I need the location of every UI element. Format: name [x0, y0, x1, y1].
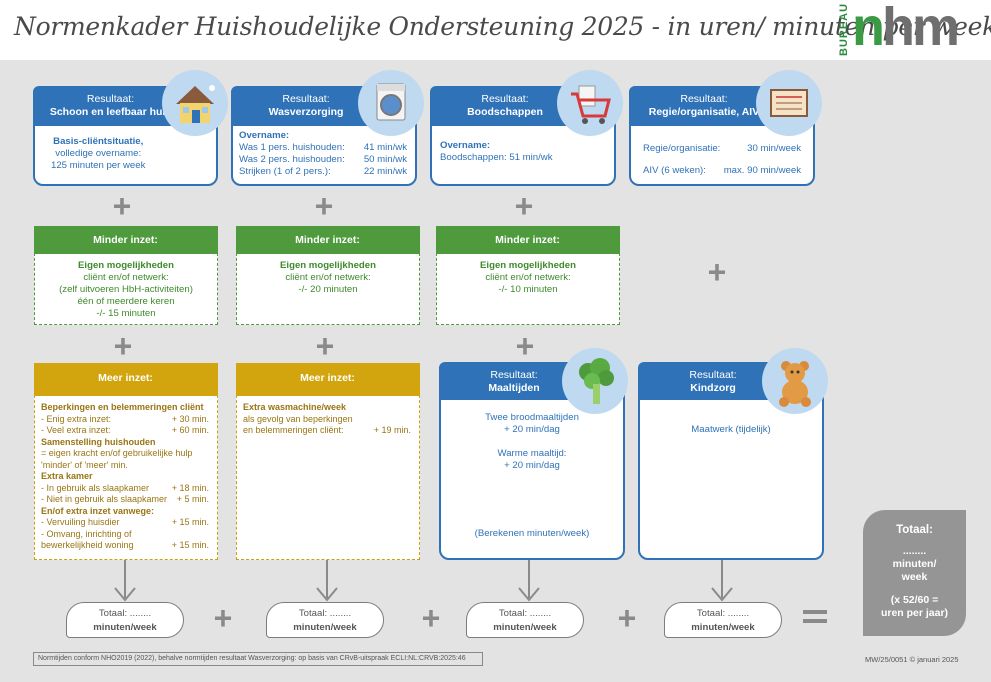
card-line: volledige overname: — [55, 148, 142, 159]
card-label: Resultaat: — [490, 369, 538, 381]
equals-icon — [803, 610, 827, 628]
card-line: Boodschappen: 51 min/wk — [440, 152, 553, 163]
planner-icon — [756, 70, 822, 136]
card-label: Resultaat: — [282, 93, 330, 105]
card-line: Basis-cliëntsituatie, — [53, 136, 144, 147]
card-body: Overname: Boodschappen: 51 min/wk — [440, 140, 553, 164]
card-label: Resultaat: — [680, 93, 728, 105]
meer-item: 'minder' of 'meer' min. — [41, 459, 128, 470]
teddy-bear-icon — [762, 348, 828, 414]
meer-item: - Veel extra inzet:+ 60 min. — [41, 425, 209, 435]
logo-bureau: BUREAU — [838, 2, 850, 56]
meer-item: en belemmeringen cliënt:+ 19 min. — [243, 425, 411, 435]
card-name: Schoon en leefbaar huis — [49, 106, 172, 118]
house-icon — [162, 70, 228, 136]
plus-icon: + — [617, 600, 637, 636]
meer-item: als gevolg van beperkingen — [243, 413, 353, 424]
meer-item: - Enig extra inzet:+ 30 min. — [41, 413, 209, 424]
page-title: Normenkader Huishoudelijke Ondersteuning… — [14, 12, 991, 41]
subtotal-bubble: Totaal: ........minuten/week — [664, 602, 782, 638]
card-name: Regie/organisatie, AIV — [648, 106, 760, 118]
minder-head: Minder inzet: — [235, 226, 420, 254]
minder-box: Minder inzet: Eigen mogelijkheden cliënt… — [33, 226, 218, 325]
meer-item: - Omvang, inrichting of — [41, 528, 132, 539]
card-head: Resultaat:Wasverzorging — [231, 86, 381, 126]
plus-icon: + — [213, 600, 233, 636]
meer-item: Extra wasmachine/week — [243, 402, 347, 412]
arrow-down-icon — [711, 560, 733, 602]
card-body: Regie/organisatie:30 min/week AIV (6 wek… — [643, 138, 801, 182]
copyright: MW/25/0051 © januari 2025 — [865, 655, 959, 664]
meer-item: = eigen kracht en/of gebruikelijke hulp — [41, 448, 193, 458]
arrow-down-icon — [518, 560, 540, 602]
card-row: AIV (6 weken):max. 90 min/week — [643, 165, 801, 176]
minder-box: Minder inzet: Eigen mogelijkheden cliënt… — [235, 226, 420, 325]
plus-icon: + — [421, 600, 441, 636]
minder-body: Eigen mogelijkheden cliënt en/of netwerk… — [480, 260, 576, 295]
card-intro: Overname: — [239, 130, 290, 141]
minder-head: Minder inzet: — [435, 226, 620, 254]
minder-box: Minder inzet: Eigen mogelijkheden cliënt… — [435, 226, 620, 325]
footnote: Normtijden conform NHO2019 (2022), behal… — [33, 652, 483, 666]
header: Normenkader Huishoudelijke Ondersteuning… — [0, 0, 991, 60]
meer-head: Meer inzet: — [33, 363, 218, 396]
subtotal-bubble: Totaal: ........minuten/week — [66, 602, 184, 638]
card-label: Resultaat: — [689, 369, 737, 381]
shopping-cart-icon — [557, 70, 623, 136]
meer-item: - In gebruik als slaapkamer+ 18 min. — [41, 482, 209, 493]
meer-item: bewerkelijkheid woning+ 15 min. — [41, 540, 209, 550]
card-name: Boodschappen — [467, 106, 543, 118]
card-head: Resultaat:Regie/organisatie, AIV — [629, 86, 779, 126]
washing-machine-icon — [358, 70, 424, 136]
card-regie: Resultaat:Regie/organisatie, AIV Regie/o… — [629, 86, 815, 186]
plus-icon: + — [707, 254, 727, 290]
logo-brand: nhm — [852, 0, 960, 57]
minder-body: Eigen mogelijkheden cliënt en/of netwerk… — [280, 260, 376, 295]
card-label: Resultaat: — [86, 93, 135, 105]
meer-item: Extra kamer — [41, 471, 93, 481]
card-note: (Berekenen minuten/week) — [474, 528, 590, 539]
card-name: Maaltijden — [488, 382, 540, 394]
card-row: Regie/organisatie:30 min/week — [643, 143, 801, 154]
card-body: Overname: Was 1 pers. huishouden:41 min/… — [239, 130, 407, 178]
card-body: Basis-cliëntsituatie, volledige overname… — [51, 136, 145, 172]
card-intro: Overname: — [440, 140, 491, 151]
broccoli-icon — [562, 348, 628, 414]
card-body: Maatwerk (tijdelijk) — [691, 424, 771, 435]
minder-body: Eigen mogelijkheden cliënt en/of netwerk… — [59, 260, 193, 319]
card-body: Twee broodmaaltijden + 20 min/dag Warme … — [485, 412, 579, 471]
card-row: Was 2 pers. huishouden:50 min/wk — [239, 154, 407, 165]
meer-box: Meer inzet: Beperkingen en belemmeringen… — [33, 363, 218, 560]
plus-icon: + — [315, 328, 335, 364]
card-kindzorg: Resultaat:Kindzorg Maatwerk (tijdelijk) — [638, 362, 824, 560]
meer-head: Meer inzet: — [235, 363, 420, 396]
plus-icon: + — [515, 328, 535, 364]
plus-icon: + — [314, 188, 334, 224]
meer-item: - Vervuiling huisdier+ 15 min. — [41, 517, 209, 527]
arrow-down-icon — [316, 560, 338, 602]
meer-item: Beperkingen en belemmeringen cliënt — [41, 402, 204, 412]
meer-body: Beperkingen en belemmeringen cliënt- Eni… — [41, 402, 209, 552]
subtotal-bubble: Totaal: ........minuten/week — [466, 602, 584, 638]
total-box: Totaal: ........ minuten/ week (x 52/60 … — [863, 510, 966, 636]
subtotal-bubble: Totaal: ........minuten/week — [266, 602, 384, 638]
card-row: Strijken (1 of 2 pers.):22 min/wk — [239, 166, 407, 177]
card-name: Kindzorg — [690, 382, 736, 394]
card-label: Resultaat: — [481, 93, 529, 105]
card-name: Wasverzorging — [268, 106, 344, 118]
card-head: Resultaat:Boodschappen — [430, 86, 580, 126]
meer-item: Samenstelling huishouden — [41, 436, 156, 447]
logo: BUREAU nhm — [838, 0, 968, 57]
card-row: Was 1 pers. huishouden:41 min/wk — [239, 142, 407, 153]
meer-item: - Niet in gebruik als slaapkamer+ 5 min. — [41, 494, 209, 504]
plus-icon: + — [514, 188, 534, 224]
plus-icon: + — [112, 188, 132, 224]
minder-head: Minder inzet: — [33, 226, 218, 254]
card-line: 125 minuten per week — [51, 160, 146, 171]
arrow-down-icon — [114, 560, 136, 602]
plus-icon: + — [113, 328, 133, 364]
meer-item: En/of extra inzet vanwege: — [41, 505, 155, 516]
